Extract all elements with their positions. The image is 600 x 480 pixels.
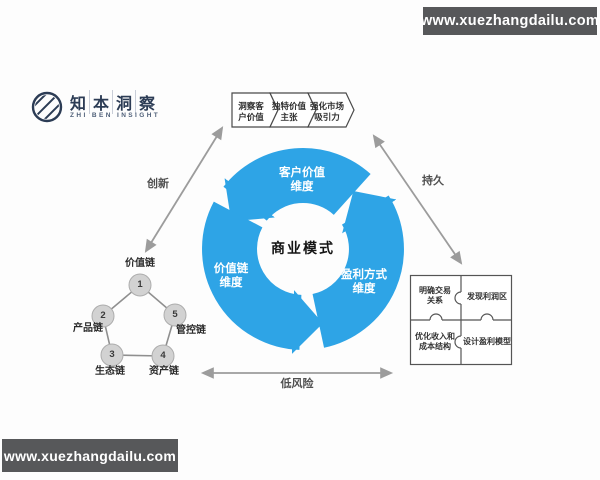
node-5-label: 管控链 [176, 324, 206, 336]
cycle-center-label: 商业模式 [271, 240, 335, 257]
logo-title: 知本洞察 [67, 90, 158, 114]
top-steps-shapes [231, 92, 355, 128]
logo-seal-icon [31, 91, 63, 123]
innovation-edge-arrow [144, 126, 224, 253]
node-1 [128, 273, 152, 297]
step-chevron-3 [307, 92, 355, 128]
node-2 [91, 304, 115, 328]
edge-label-durability: 持久 [422, 175, 444, 188]
cycle-segment-value-chain [202, 201, 323, 355]
triangle-arrows [144, 126, 463, 379]
puzzle-dividers [410, 275, 512, 365]
edge-label-low-risk: 低风险 [280, 378, 314, 391]
cycle-segment-customer-value [223, 148, 371, 222]
durability-edge-arrow [372, 134, 463, 265]
cycle-segment-profit-mode [311, 191, 404, 348]
pentagon-network [91, 273, 187, 368]
logo-subtitle: ZHI BEN INSIGHT [70, 112, 161, 119]
node-4 [151, 344, 175, 368]
node-1-number: 1 [137, 279, 143, 291]
node-5 [163, 303, 187, 327]
node-3-number: 3 [109, 349, 115, 361]
cycle-label-profit-mode: 盈利方式 维度 [341, 268, 387, 295]
cycle-label-value-chain: 价值链 维度 [213, 262, 249, 289]
watermark-bottom: www.xuezhangdailu.com [2, 439, 178, 472]
node-2-number: 2 [100, 310, 106, 322]
edge-label-innovation: 创新 [147, 178, 169, 191]
step-label-2: 独特价值 主张 [271, 100, 306, 122]
puzzle-cell-3: 优化收入和 成本结构 [415, 332, 455, 351]
node-2-label: 产品链 [73, 322, 103, 334]
cycle-label-customer-value: 客户价值 维度 [279, 166, 325, 193]
node-4-number: 4 [160, 350, 166, 362]
step-label-1: 洞察客 户价值 [238, 100, 264, 122]
puzzle-grid [409, 274, 513, 366]
puzzle-cell-1: 明确交易 关系 [419, 286, 451, 305]
watermark-top: www.xuezhangdailu.com [421, 7, 599, 35]
puzzle-cell-2: 发现利润区 [467, 292, 507, 301]
node-3-label: 生态链 [95, 365, 125, 377]
node-3 [100, 343, 124, 367]
puzzle-cell-4: 设计盈利模型 [463, 337, 511, 346]
node-5-number: 5 [172, 309, 178, 321]
step-label-3: 强化市场 吸引力 [309, 100, 344, 122]
node-4-label: 资产链 [149, 365, 179, 377]
node-1-label: 价值链 [125, 257, 155, 269]
